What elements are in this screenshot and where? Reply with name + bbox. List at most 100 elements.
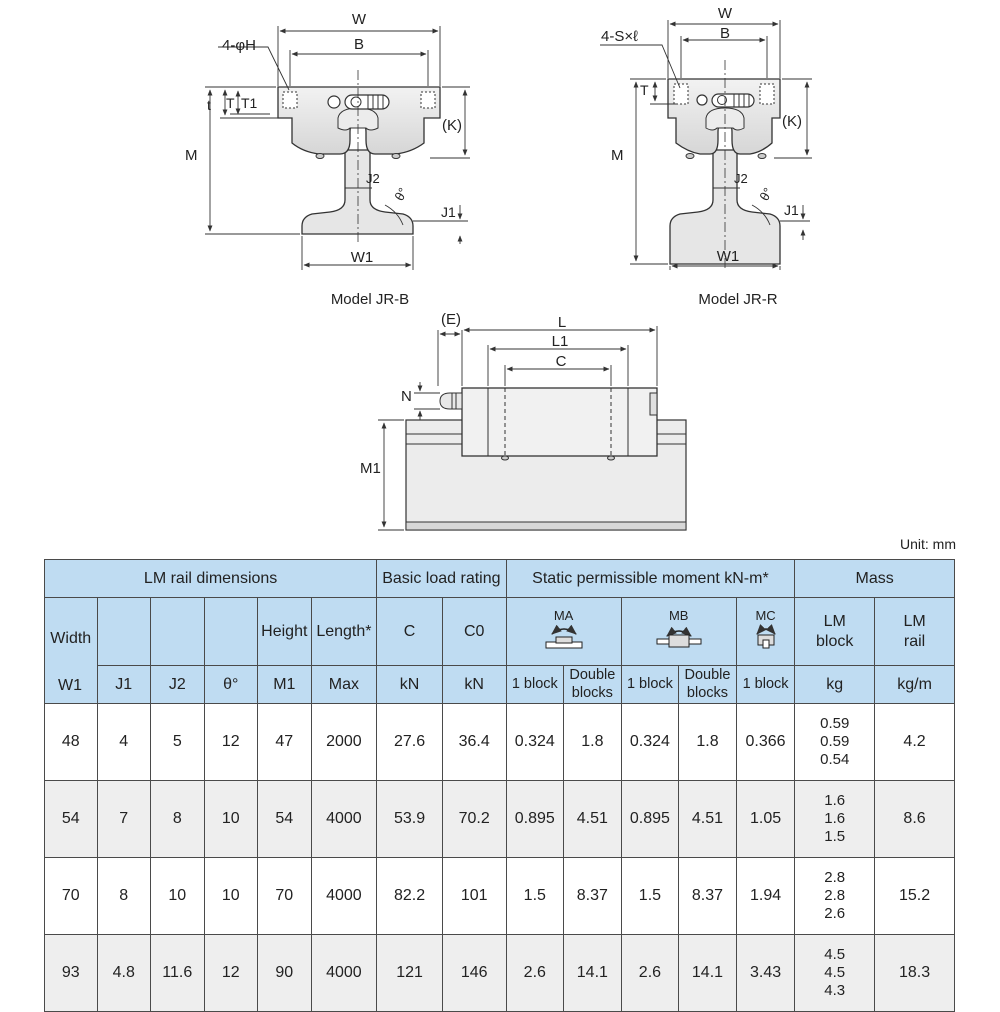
- header-mc: MC: [735, 597, 796, 666]
- cell-theta: 10: [203, 857, 259, 935]
- moment-mc-icon: [755, 623, 776, 649]
- header-mass: Mass: [794, 559, 955, 598]
- header-static-moment: Static permissible moment kN-m*: [505, 559, 796, 598]
- cell-rail-mass: 8.6: [874, 780, 955, 858]
- unit-kn-c0: kN: [441, 665, 507, 704]
- block-mass-value: 4.5: [824, 964, 846, 981]
- cell-j1: 8: [96, 857, 152, 935]
- header-height: Height: [257, 597, 312, 666]
- header-rail-dimensions: LM rail dimensions: [43, 559, 378, 598]
- table-unit-row: J1 J2 θ° M1 Max kN kN 1 block Double blo…: [45, 665, 955, 704]
- cell-c: 53.9: [376, 780, 443, 858]
- cell-mc1: 3.43: [735, 934, 796, 1012]
- cell-mb1: 0.324: [620, 703, 680, 781]
- jr-r-label-j2: J2: [734, 171, 748, 186]
- block-mass-value: 0.59: [820, 733, 850, 750]
- cell-c: 121: [376, 934, 443, 1012]
- block-mass-value: 2.8: [824, 869, 846, 886]
- cell-mb2: 4.51: [678, 780, 737, 858]
- jr-b-label-w1: W1: [351, 249, 374, 266]
- jr-r-label-theta: θ°: [756, 185, 775, 203]
- moment-mb-icon: [656, 626, 702, 648]
- jr-b-label-j2: J2: [366, 171, 380, 186]
- table-col-header-row: Width Height Length* C C0 MA MB MC: [44, 597, 955, 704]
- unit-mb-1: 1 block: [620, 665, 680, 704]
- unit-ma-2: Double blocks: [563, 665, 622, 704]
- header-width-label: Width: [50, 629, 92, 647]
- unit-kn-c: kN: [376, 665, 443, 704]
- header-blank-theta: [203, 597, 259, 666]
- side-label-n: N: [401, 388, 412, 405]
- cell-c0: 101: [441, 857, 507, 935]
- cell-m1: 90: [257, 934, 312, 1012]
- cell-mc1: 1.05: [735, 780, 796, 858]
- cell-max: 2000: [310, 703, 378, 781]
- jr-b-label-h: 4-φH: [222, 37, 256, 54]
- header-mb: MB: [620, 597, 737, 666]
- header-mb-label: MB: [668, 608, 689, 624]
- jr-b-label-m: M: [185, 147, 198, 164]
- cell-c: 27.6: [376, 703, 443, 781]
- cell-j1: 7: [96, 780, 152, 858]
- cell-rail-mass: 18.3: [874, 934, 955, 1012]
- jr-r-label-t: T: [640, 82, 649, 98]
- unit-m1: M1: [257, 665, 312, 704]
- jr-r-label-k: (K): [782, 113, 802, 130]
- cell-max: 4000: [310, 780, 378, 858]
- cell-ma1: 1.5: [505, 857, 565, 935]
- cell-j2: 5: [150, 703, 205, 781]
- header-mc-label: MC: [755, 608, 776, 624]
- unit-label: Unit: mm: [900, 536, 956, 552]
- cell-rail-mass: 4.2: [874, 703, 955, 781]
- jr-r-label-w1: W1: [717, 248, 740, 265]
- cell-j2: 8: [150, 780, 205, 858]
- moment-ma-icon: [545, 624, 583, 649]
- header-lm-rail: LM rail: [874, 597, 955, 666]
- cell-theta: 12: [203, 934, 259, 1012]
- jr-b-label-b: B: [354, 36, 364, 53]
- cell-mb2: 14.1: [678, 934, 737, 1012]
- cell-mb2: 1.8: [678, 703, 737, 781]
- cell-ma2: 1.8: [563, 703, 622, 781]
- spec-table: LM rail dimensions Basic load rating Sta…: [43, 559, 955, 1012]
- block-mass-value: 2.6: [824, 905, 846, 922]
- jr-b-label-tt: T: [226, 95, 235, 111]
- jr-r-label-j1: J1: [784, 202, 799, 218]
- block-mass-value: 1.6: [824, 810, 846, 827]
- cell-m1: 47: [257, 703, 312, 781]
- cell-m1: 70: [257, 857, 312, 935]
- unit-kgm: kg/m: [874, 665, 955, 704]
- unit-max: Max: [310, 665, 378, 704]
- cell-j2: 10: [150, 857, 205, 935]
- cell-ma2: 14.1: [563, 934, 622, 1012]
- jr-r-caption: Model JR-R: [698, 291, 777, 308]
- cell-w1: 70: [44, 857, 98, 935]
- unit-mc-1: 1 block: [735, 665, 796, 704]
- jr-b-label-j1: J1: [441, 204, 456, 220]
- header-c0: C0: [441, 597, 507, 666]
- cell-c0: 146: [441, 934, 507, 1012]
- block-mass-value: 1.5: [824, 828, 846, 845]
- cell-max: 4000: [310, 934, 378, 1012]
- header-lm-block: LM block: [794, 597, 876, 666]
- cell-ma1: 0.895: [505, 780, 565, 858]
- unit-theta: θ°: [203, 665, 259, 704]
- jr-b-mounting-holes: [282, 91, 436, 109]
- figure-side-view: (E) L L1 C N M1: [360, 311, 687, 531]
- unit-kg: kg: [794, 665, 876, 704]
- cell-mc1: 0.366: [735, 703, 796, 781]
- jr-r-label-m: M: [611, 147, 624, 164]
- cell-c0: 36.4: [441, 703, 507, 781]
- cell-theta: 12: [203, 703, 259, 781]
- unit-mb-2: Double blocks: [678, 665, 737, 704]
- cell-w1: 93: [44, 934, 98, 1012]
- header-width: Width: [44, 597, 98, 704]
- figure-jr-r: W B 4-S×ℓ T M (K) J2 θ° J1 W1 Model JR-R: [600, 5, 812, 308]
- block-mass-value: 1.6: [824, 792, 846, 809]
- jr-b-label-k: (K): [442, 117, 462, 134]
- block-mass-value: 4.3: [824, 982, 846, 999]
